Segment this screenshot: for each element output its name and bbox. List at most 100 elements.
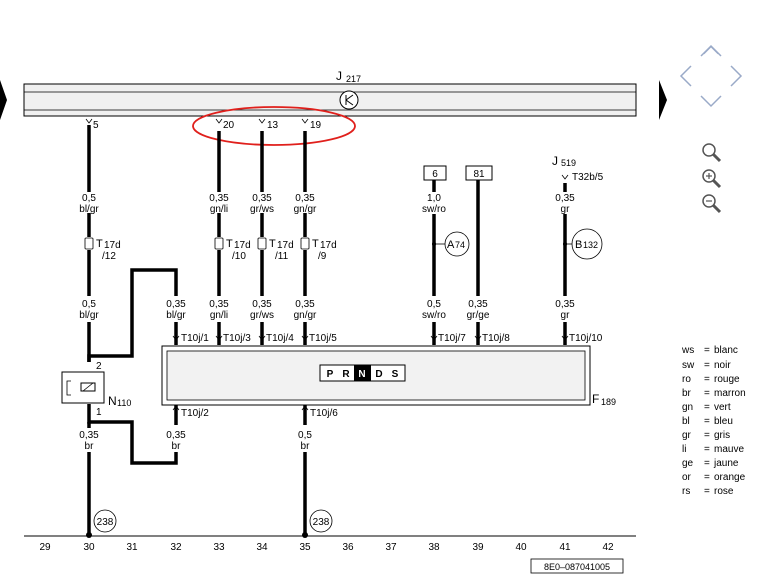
svg-text:T10j/3: T10j/3 [223,333,251,344]
svg-text:N: N [358,369,365,380]
wire-color: sw/ro [422,204,446,215]
t17d-connectors: T 17d /12 T 17d /10 T 17d /11 T 17d /9 [84,237,337,262]
wire-size: 0,35 [79,430,99,441]
svg-text:42: 42 [602,542,614,553]
wire-color: bl/gr [166,310,186,321]
svg-text:T10j/5: T10j/5 [309,333,337,344]
zoom-fit-icon[interactable] [702,143,722,163]
navigation-pad [679,44,743,108]
svg-text:A: A [447,239,455,251]
svg-text:vert: vert [714,402,731,413]
module-f189: P R N D S F 189 [161,345,616,407]
wire-color: sw/ro [422,310,446,321]
svg-text:=: = [704,430,710,441]
svg-text:T: T [96,238,103,250]
svg-text:T10j/7: T10j/7 [438,333,466,344]
svg-text:=: = [704,388,710,399]
wire-color: gr/ws [250,204,274,215]
svg-text:li: li [682,444,686,455]
svg-text:2: 2 [96,361,102,372]
wire-size: 0,35 [555,299,575,310]
svg-text:=: = [704,486,710,497]
svg-text:T10j/10: T10j/10 [569,333,603,344]
svg-text:or: or [682,472,692,483]
nav-right-icon[interactable] [730,65,743,87]
svg-text:/10: /10 [232,251,246,262]
svg-text:39: 39 [472,542,484,553]
zoom-out-icon[interactable] [702,194,722,214]
svg-text:=: = [704,402,710,413]
svg-text:D: D [375,369,382,380]
svg-text:T: T [226,238,233,250]
svg-text:238: 238 [313,517,330,528]
svg-text:mauve: mauve [714,444,744,455]
wire-color: br [85,441,95,452]
t10j-labels: T10j/1 T10j/3 T10j/4 T10j/5 T10j/7 T10j/… [181,333,603,419]
f189-number: 189 [601,397,616,407]
zoom-in-icon[interactable] [702,169,722,189]
reference-boxes: 6 81 [423,165,493,181]
svg-text:=: = [704,444,710,455]
svg-text:ge: ge [682,458,694,469]
wire-color: br [172,441,182,452]
svg-text:34: 34 [256,542,268,553]
j519-reference: J 519 T32b/5 [552,154,604,183]
svg-text:bleu: bleu [714,416,733,427]
svg-text:B: B [575,239,582,251]
svg-text:N: N [108,394,117,408]
part-number-box: 8E0–087041005 [530,558,624,574]
svg-text:=: = [704,472,710,483]
wire-size: 0,35 [295,299,315,310]
svg-text:=: = [704,360,710,371]
pin-label: 20 [223,120,235,131]
svg-text:S: S [392,369,399,380]
nav-left-icon[interactable] [679,65,692,87]
pin-label: 13 [267,120,279,131]
svg-text:=: = [704,458,710,469]
svg-text:36: 36 [342,542,354,553]
page-left-arrow-icon[interactable] [0,80,7,120]
svg-text:33: 33 [213,542,225,553]
svg-text:gris: gris [714,430,730,441]
pin-label: 19 [310,120,322,131]
solenoid-n110: 2 1 N 110 [61,361,131,418]
svg-text:74: 74 [455,240,465,250]
wire-size: 0,5 [82,193,96,204]
page-right-arrow-icon[interactable] [659,80,667,120]
svg-text:1: 1 [96,407,102,418]
svg-text:gn: gn [682,402,693,413]
wire-size: 0,35 [209,193,229,204]
connector-icon [84,237,310,250]
svg-text:J: J [552,154,558,168]
transistor-icon [339,90,359,110]
wire-color: bl/gr [79,204,99,215]
svg-text:40: 40 [515,542,527,553]
wire-size: 0,35 [468,299,488,310]
wire-color: bl/gr [79,310,99,321]
svg-text:=: = [704,416,710,427]
svg-text:gr: gr [682,430,692,441]
svg-text:6: 6 [432,169,438,180]
nav-up-icon[interactable] [700,44,722,57]
gear-selector: P R N D S [319,364,406,382]
svg-text:sw: sw [682,360,695,371]
wire-color: gr [561,310,571,321]
color-legend: ws=blanc sw=noir ro=rouge br=marron gn=v… [681,345,746,497]
svg-text:P: P [327,369,334,380]
wire-size: 1,0 [427,193,441,204]
wire-size: 0,5 [298,430,312,441]
svg-text:rouge: rouge [714,374,740,385]
nav-down-icon[interactable] [700,95,722,108]
wire-size: 0,35 [295,193,315,204]
svg-text:marron: marron [714,388,746,399]
wire-labels: 0,5 bl/gr 0,35 gn/li 0,35 gr/ws 0,35 gn/… [79,193,575,452]
svg-text:81: 81 [473,169,485,180]
svg-text:br: br [682,388,692,399]
svg-text:blanc: blanc [714,345,738,356]
wire-color: gr [561,204,571,215]
svg-text:ro: ro [682,374,691,385]
svg-text:T10j/4: T10j/4 [266,333,294,344]
svg-text:T10j/8: T10j/8 [482,333,510,344]
svg-text:17d: 17d [277,240,294,251]
